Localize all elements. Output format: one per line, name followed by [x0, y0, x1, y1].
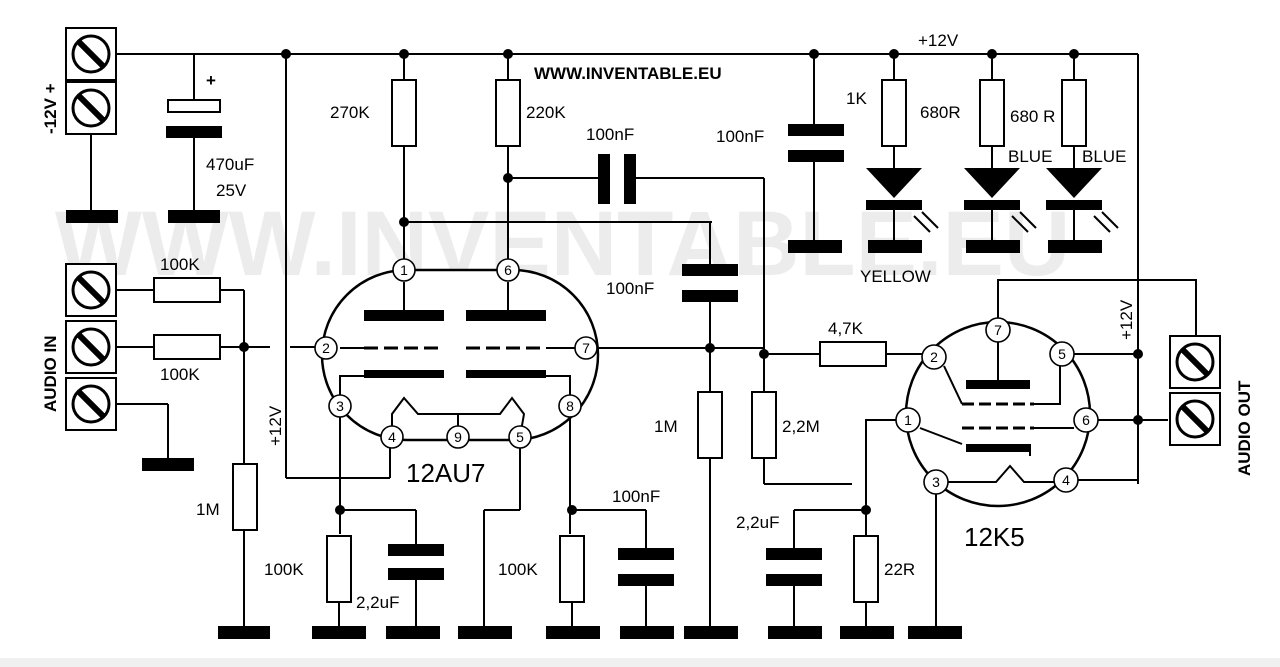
resistor-grid-leak-value: 1M — [196, 500, 220, 519]
ground-symbol — [684, 626, 738, 639]
resistor-plate-1 — [391, 79, 417, 147]
ground-symbol — [66, 210, 118, 223]
resistor-cathode-3 — [853, 535, 879, 603]
resistor-input-1 — [153, 277, 221, 303]
tube-1-name: 12AU7 — [406, 458, 486, 488]
pin-label: 2 — [322, 340, 330, 356]
ground-symbol — [458, 626, 512, 639]
ground-symbol — [312, 626, 366, 639]
pin-label: 1 — [400, 262, 408, 278]
pin-label: 5 — [516, 429, 524, 445]
pin-label: 7 — [994, 322, 1002, 338]
resistor-cathode-2 — [559, 535, 585, 603]
capacitor-negative-plate — [166, 126, 222, 138]
resistor-cathode-2-value: 100K — [498, 560, 538, 579]
power-connector — [65, 27, 117, 135]
tube-12au7-pins: 1 6 2 7 3 8 4 9 5 — [314, 258, 598, 449]
capacitor-cathode-2-value: 100nF — [612, 487, 660, 506]
tube-12k5-pins: 7 2 5 1 6 3 4 — [895, 317, 1099, 495]
capacitor-rail-value: 100nF — [716, 127, 764, 146]
resistor-plate-2 — [495, 79, 521, 147]
led-yellow — [866, 49, 939, 253]
resistor-cathode-3-value: 22R — [884, 560, 915, 579]
led-1-color: YELLOW — [860, 267, 931, 286]
rail-label-right: +12V — [1117, 299, 1136, 340]
pin-label: 9 — [454, 429, 462, 445]
audio-in-label: AUDIO IN — [41, 336, 60, 413]
led-blue-1 — [964, 49, 1037, 253]
resistor-input-2 — [153, 334, 221, 360]
capacitor-value: 470uF — [206, 155, 254, 174]
resistor-led-1-value: 1K — [846, 89, 867, 108]
capacitor-couple-1-value: 100nF — [586, 125, 634, 144]
resistor-series-value: 4,7K — [828, 319, 864, 338]
pin-label: 4 — [388, 429, 396, 445]
pin-label: 4 — [1062, 472, 1070, 488]
ground-symbol — [788, 240, 842, 253]
ground-symbol — [620, 626, 674, 639]
resistor-grid-2-value: 1M — [654, 417, 678, 436]
resistor-grid-3-value: 2,2M — [782, 417, 820, 436]
capacitor-voltage: 25V — [216, 181, 247, 200]
pin-label: 7 — [582, 340, 590, 356]
resistor-led-2-value: 680R — [920, 103, 961, 122]
pin-label: 1 — [904, 412, 912, 428]
ground-symbol — [168, 210, 220, 223]
resistor-series — [819, 341, 887, 367]
audio-out-connector — [1169, 335, 1221, 446]
resistor-input-2-value: 100K — [160, 365, 200, 384]
resistor-cathode-1 — [326, 535, 352, 603]
resistor-led-3-value: 680 R — [1010, 107, 1055, 126]
resistor-plate-1-value: 270K — [330, 103, 370, 122]
led-3-color: BLUE — [1082, 147, 1126, 166]
pin-label: 8 — [566, 398, 574, 414]
website-label: WWW.INVENTABLE.EU — [534, 64, 722, 83]
capacitor-couple-2-value: 100nF — [606, 279, 654, 298]
rail-label-mid: +12V — [266, 405, 285, 446]
pin-label: 2 — [930, 349, 938, 365]
capacitor-cathode-1-value: 2,2uF — [356, 593, 399, 612]
resistor-cathode-1-value: 100K — [264, 560, 304, 579]
ground-symbol — [386, 626, 440, 639]
ground-symbol — [546, 626, 600, 639]
ground-symbol — [840, 626, 894, 639]
audio-out-label: AUDIO OUT — [1235, 380, 1254, 476]
tube-2-name: 12K5 — [964, 522, 1025, 552]
resistor-grid-2 — [697, 391, 723, 459]
ground-symbol — [142, 458, 194, 471]
pin-label: 6 — [1082, 412, 1090, 428]
rail-label-top: +12V — [918, 31, 959, 50]
resistor-grid-3 — [751, 391, 777, 459]
ground-symbol — [908, 626, 962, 639]
pin-label: 3 — [932, 474, 940, 490]
led-2-color: BLUE — [1008, 147, 1052, 166]
ground-symbol — [218, 626, 270, 639]
resistor-input-1-value: 100K — [160, 255, 200, 274]
resistor-grid-leak — [232, 463, 258, 531]
led-blue-2 — [1046, 49, 1119, 253]
capacitor-plus-sign: + — [206, 71, 216, 90]
capacitor-cathode-3-value: 2,2uF — [736, 513, 779, 532]
pin-label: 6 — [504, 262, 512, 278]
pin-label: 3 — [336, 398, 344, 414]
audio-in-connector — [65, 263, 117, 431]
ground-symbol — [768, 626, 822, 639]
capacitor-positive-plate — [167, 99, 221, 113]
resistor-plate-2-value: 220K — [526, 103, 566, 122]
pin-label: 5 — [1058, 346, 1066, 362]
power-label: -12V + — [41, 83, 60, 134]
